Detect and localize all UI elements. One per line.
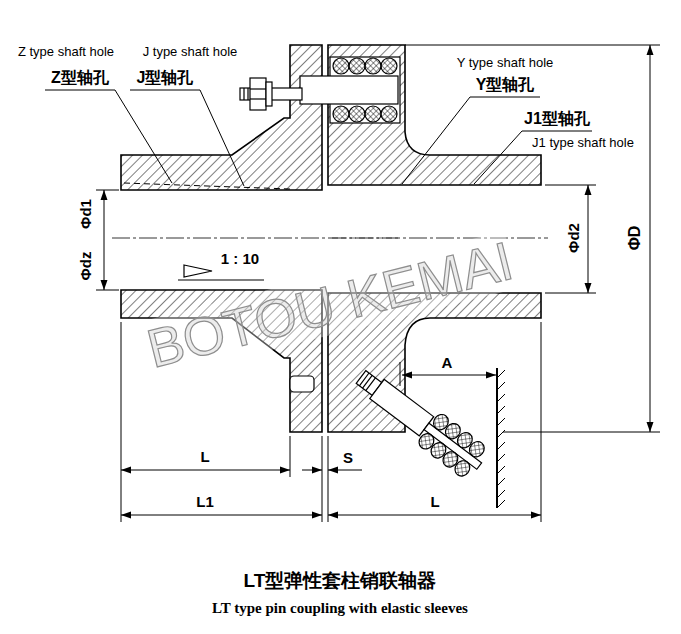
dimension-lines-part — [405, 45, 660, 46]
figure-caption: LT type pin coupling with elastic sleeve… — [212, 600, 468, 617]
taper-symbol-part — [184, 265, 212, 277]
callout-english: J type shaft hole — [143, 45, 238, 59]
dimension-lines-part — [290, 436, 291, 477]
dimension-lines-part — [96, 290, 119, 291]
elastic-sleeve-pocket-part-part — [365, 106, 381, 122]
dimension-lines-part — [650, 45, 651, 432]
bolt-and-nut-part — [244, 88, 248, 100]
dimension-label: Φd2 — [566, 223, 583, 253]
removed-pin-view-part — [359, 373, 375, 391]
dimension-label: L — [200, 449, 209, 466]
bolt-and-nut-part — [250, 88, 266, 89]
bolt-and-nut-part — [266, 82, 272, 106]
elastic-sleeve-pocket-part-part — [349, 106, 365, 122]
taper-ratio: 1 : 10 — [221, 251, 259, 268]
taper-symbol — [178, 265, 264, 280]
dimension-label: L1 — [196, 494, 214, 511]
leader-lines-part — [130, 90, 244, 186]
dimension-lines-part — [328, 515, 541, 516]
elastic-sleeve-pocket-part — [333, 58, 397, 122]
elastic-sleeve-pocket-part-part — [333, 106, 349, 122]
dimension-lines-part — [328, 436, 329, 522]
dimension-lines-part — [402, 375, 496, 376]
center-and-hidden-lines-part — [332, 238, 398, 239]
dimension-lines-part — [121, 515, 322, 516]
dimension-lines-part — [121, 322, 122, 522]
dimension-lines-part — [121, 470, 290, 471]
dimension-lines-part — [104, 190, 105, 290]
callout-chinese: Z型轴孔 — [51, 69, 109, 87]
dimension-label: Φdz — [78, 252, 95, 281]
left-half-section-part — [121, 45, 322, 190]
left-half-section — [121, 45, 322, 432]
bolt-and-nut — [240, 78, 302, 110]
leader-lines-part — [45, 90, 172, 183]
dimension-lines-part — [322, 436, 323, 522]
removed-pin-view-part — [370, 379, 434, 435]
bolt-and-nut-part — [250, 78, 266, 110]
elastic-sleeve-pocket-part-part — [381, 58, 397, 74]
callout-english: Z type shaft hole — [18, 45, 114, 59]
removed-pin-view-part — [416, 412, 487, 479]
elastic-sleeve-pocket-part-part — [381, 106, 397, 122]
dimension-lines-part — [588, 185, 589, 293]
removed-pin-view — [349, 361, 491, 482]
elastic-sleeve-pocket-part — [300, 76, 398, 104]
dimension-lines — [96, 45, 660, 522]
center-and-hidden-lines-part — [124, 183, 290, 189]
taper-symbol-part — [178, 279, 264, 280]
callout-english: Y type shaft hole — [457, 56, 554, 70]
removed-pin-view-part-part — [466, 439, 487, 460]
dimension-lines-part — [96, 190, 119, 191]
dimension-lines-part — [503, 432, 660, 433]
bolt-and-nut-part — [250, 98, 266, 99]
wall-symbol-part — [497, 370, 505, 508]
callout-chinese: J1型轴孔 — [524, 110, 590, 128]
dimension-lines-part — [400, 362, 401, 386]
removed-pin-view-part-part — [452, 458, 473, 479]
elastic-sleeve-pocket-part-part — [349, 58, 365, 74]
dimension-lines-part — [302, 470, 322, 471]
leader-lines — [45, 90, 592, 186]
elastic-sleeve-pocket — [300, 57, 400, 123]
figure-title: LT型弹性套柱销联轴器 — [244, 571, 437, 592]
callout-chinese: Y型轴孔 — [476, 76, 535, 94]
callout-english: J1 type shaft hole — [532, 136, 634, 150]
dimension-label: ΦD — [626, 226, 644, 251]
left-flange-slot-part — [290, 376, 314, 392]
dimension-label: S — [343, 450, 353, 467]
dimension-label: Φd1 — [78, 199, 95, 229]
leader-lines-part — [402, 97, 540, 184]
dimension-lines-part — [328, 470, 362, 471]
wall-symbol — [497, 368, 505, 508]
dimension-label: L — [430, 494, 439, 511]
left-flange-slot — [290, 376, 314, 392]
elastic-sleeve-pocket-part-part — [365, 58, 381, 74]
elastic-sleeve-pocket-part-part — [333, 58, 349, 74]
callout-chinese: J型轴孔 — [137, 69, 194, 87]
dimension-lines-part — [541, 322, 542, 522]
dimension-label: A — [442, 355, 453, 372]
center-and-hidden-lines — [112, 183, 548, 238]
